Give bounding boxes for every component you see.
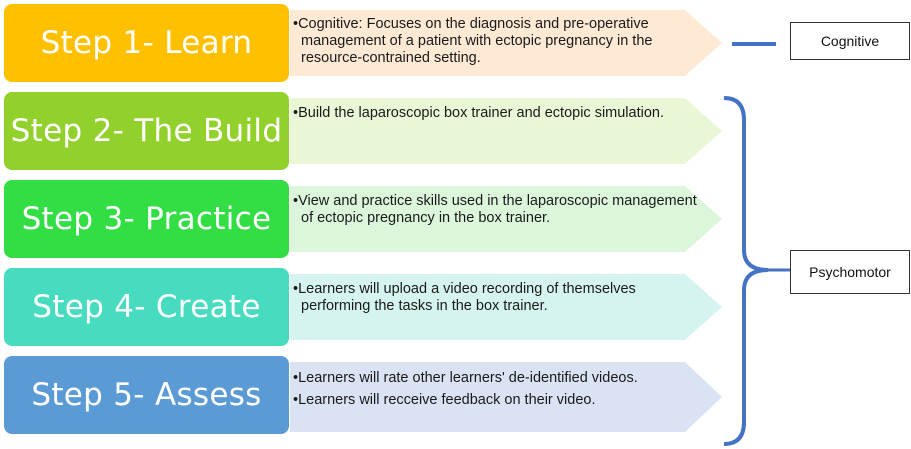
step-1-bullet: Cognitive: Focuses on the diagnosis and …: [293, 16, 703, 67]
cognitive-label-box: Cognitive: [790, 22, 910, 60]
step-1-description: Cognitive: Focuses on the diagnosis and …: [293, 16, 703, 67]
cognitive-label: Cognitive: [820, 33, 880, 49]
psychomotor-label-box: Psychomotor: [790, 250, 910, 294]
psychomotor-label: Psychomotor: [809, 264, 891, 280]
step-4-bullet: Learners will upload a video recording o…: [293, 281, 703, 315]
step-5-bullet-1: Learners will rate other learners' de-id…: [293, 370, 703, 387]
step-5-box: Step 5- Assess: [4, 356, 289, 434]
step-2-bullet: Build the laparoscopic box trainer and e…: [293, 105, 703, 122]
step-3-bullet: View and practice skills used in the lap…: [293, 193, 703, 227]
step-2-box: Step 2- The Build: [4, 92, 289, 170]
step-4-description: Learners will upload a video recording o…: [293, 281, 703, 315]
step-5-description: Learners will rate other learners' de-id…: [293, 370, 703, 409]
step-1-box: Step 1- Learn: [4, 4, 289, 82]
step-4-title: Step 4- Create: [32, 289, 261, 325]
step-2-title: Step 2- The Build: [10, 113, 283, 149]
step-2-description: Build the laparoscopic box trainer and e…: [293, 105, 703, 122]
step-1-title: Step 1- Learn: [40, 25, 253, 61]
psychomotor-brace: [723, 96, 769, 446]
step-5-bullet-2: Learners will recceive feedback on their…: [293, 392, 703, 409]
step-4-box: Step 4- Create: [4, 268, 289, 346]
step-3-description: View and practice skills used in the lap…: [293, 193, 703, 227]
step-3-title: Step 3- Practice: [21, 201, 272, 237]
step-5-title: Step 5- Assess: [31, 377, 262, 413]
step-3-box: Step 3- Practice: [4, 180, 289, 258]
